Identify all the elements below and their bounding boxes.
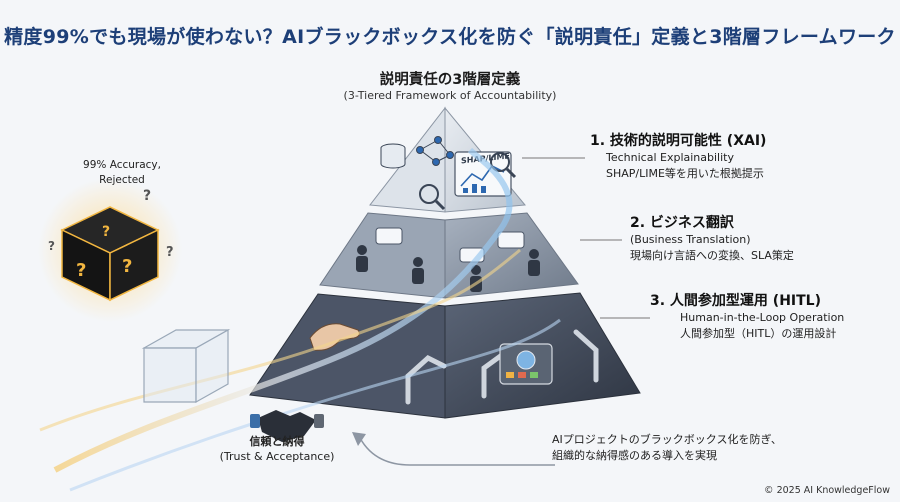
black-box-caption-line2: Rejected bbox=[99, 174, 145, 186]
human-hand-icon bbox=[309, 323, 360, 351]
framework-title: 説明責任の3階層定義 bbox=[379, 72, 521, 88]
tier3-line2: 人間参加型（HITL）の運用設計 bbox=[680, 327, 837, 340]
handshake-icon bbox=[250, 410, 324, 442]
tier3-line1: Human-in-the-Loop Operation bbox=[680, 311, 845, 324]
page-title: 精度99%でも現場が使わない？AIブラックボックス化を防ぐ「説明責任」定義と3階… bbox=[4, 26, 896, 48]
tier2-line2: 現場向け言語への変換、SLA策定 bbox=[630, 249, 794, 262]
trust-caption: 信頼と納得 (Trust & Acceptance) bbox=[212, 434, 342, 464]
question-mark-icon: ? bbox=[143, 188, 151, 204]
tier1-heading: 1. 技術的説明可能性 (XAI) bbox=[590, 133, 767, 149]
black-box-caption-line1: 99% Accuracy, bbox=[83, 159, 161, 171]
trust-caption-jp: 信頼と納得 bbox=[249, 435, 305, 448]
tier1-line2: SHAP/LIME等を用いた根拠提示 bbox=[606, 167, 764, 180]
question-mark-icon: ? bbox=[102, 224, 110, 240]
tier3-heading: 3. 人間参加型運用 (HITL) bbox=[650, 293, 822, 309]
tier1-label: 1. 技術的説明可能性 (XAI) Technical Explainabili… bbox=[590, 130, 890, 182]
light-stream bbox=[53, 147, 513, 473]
question-mark-icon: ? bbox=[166, 245, 174, 260]
black-box-cube: ? ? ? ? ? ? bbox=[48, 188, 174, 302]
return-arrow bbox=[359, 437, 555, 466]
tier2-face-left bbox=[319, 212, 446, 299]
speech-bubble-icon bbox=[375, 227, 525, 263]
summary-message: AIプロジェクトのブラックボックス化を防ぎ、 組織的な納得感のある導入を実現 bbox=[552, 432, 812, 464]
question-mark-icon: ? bbox=[48, 239, 55, 253]
magnifier-icon bbox=[490, 152, 510, 172]
tier2-line1: (Business Translation) bbox=[630, 233, 751, 246]
question-mark-icon: ? bbox=[76, 260, 86, 281]
question-mark-icon: ? bbox=[122, 256, 132, 277]
trust-caption-en: (Trust & Acceptance) bbox=[219, 450, 335, 463]
summary-line1: AIプロジェクトのブラックボックス化を防ぎ、 bbox=[552, 433, 782, 446]
summary-line2: 組織的な納得感のある導入を実現 bbox=[552, 449, 717, 462]
framework-subtitle: (3-Tiered Framework of Accountability) bbox=[343, 89, 557, 102]
tier3-label: 3. 人間参加型運用 (HITL) Human-in-the-Loop Oper… bbox=[650, 290, 890, 342]
robot-arm-icon bbox=[405, 329, 599, 405]
network-icon bbox=[416, 136, 454, 166]
search-icon bbox=[419, 184, 439, 204]
tier2-heading: 2. ビジネス翻訳 bbox=[630, 215, 734, 231]
copyright: © 2025 AI KnowledgeFlow bbox=[764, 485, 890, 496]
black-box-caption: 99% Accuracy, Rejected bbox=[62, 158, 182, 188]
tier2-label: 2. ビジネス翻訳 (Business Translation) 現場向け言語へ… bbox=[630, 212, 890, 264]
tier1-line1: Technical Explainability bbox=[606, 151, 734, 164]
transparent-cube bbox=[141, 328, 231, 404]
